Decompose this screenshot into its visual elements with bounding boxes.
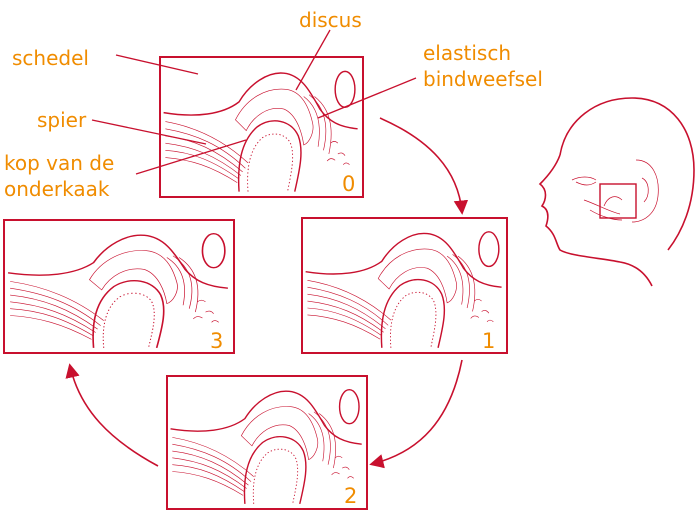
panel-3: 3 <box>4 220 234 353</box>
panel-number: 0 <box>342 172 355 196</box>
label-schedel: schedel <box>12 46 89 70</box>
joint-locator-box <box>600 184 636 218</box>
panel-2: 2 <box>167 376 367 509</box>
panel-0: 0 <box>160 57 363 197</box>
arrow-2-to-3 <box>70 366 158 466</box>
arrow-1-to-2 <box>372 360 462 464</box>
panel-number: 1 <box>482 329 495 353</box>
label-spier: spier <box>37 108 87 132</box>
head-profile-icon <box>540 98 694 286</box>
label-elastisch-line2: bindweefsel <box>423 67 543 91</box>
label-discus: discus <box>299 8 362 32</box>
panel-1: 1 <box>302 218 507 353</box>
panel-number: 3 <box>210 329 223 353</box>
label-kop-line2: onderkaak <box>4 177 110 201</box>
label-elastisch-line1: elastisch <box>423 41 511 65</box>
panel-number: 2 <box>344 484 357 508</box>
label-kop-line1: kop van de <box>4 151 114 175</box>
arrow-0-to-1 <box>380 118 462 212</box>
